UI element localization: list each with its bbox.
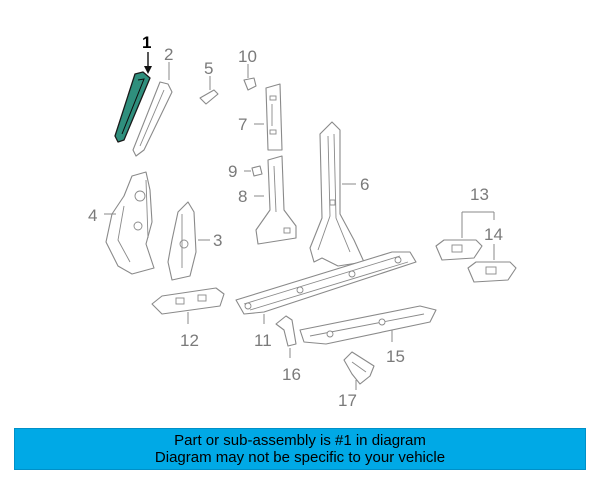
callout-9: 9 xyxy=(228,162,237,181)
part-17-bracket[interactable] xyxy=(343,351,375,385)
part-2-trim[interactable] xyxy=(132,81,173,157)
callout-10: 10 xyxy=(238,47,257,66)
part-1-pillar-trim[interactable] xyxy=(114,71,151,143)
callout-1: 1 xyxy=(142,33,151,52)
part-6-b-pillar[interactable] xyxy=(309,121,365,267)
arrow-1 xyxy=(144,66,152,74)
callout-17: 17 xyxy=(338,391,357,410)
part-8-center-pillar[interactable] xyxy=(255,155,297,245)
callout-8: 8 xyxy=(238,187,247,206)
callout-14: 14 xyxy=(484,225,503,244)
info-banner: Part or sub-assembly is #1 in diagram Di… xyxy=(14,428,586,470)
part-4-a-pillar-lower[interactable] xyxy=(105,171,155,275)
callout-7: 7 xyxy=(238,115,247,134)
callout-5: 5 xyxy=(204,59,213,78)
part-11-rocker-panel[interactable] xyxy=(235,251,417,315)
part-10-bracket[interactable] xyxy=(243,77,257,91)
part-7-upper-pillar[interactable] xyxy=(265,83,283,151)
parts-diagram: 1 2 5 10 7 9 8 xyxy=(88,33,517,410)
banner-line-1: Part or sub-assembly is #1 in diagram xyxy=(174,432,426,449)
callout-4: 4 xyxy=(88,206,97,225)
callout-15: 15 xyxy=(386,347,405,366)
part-9-clip[interactable] xyxy=(251,165,263,177)
part-5-clip[interactable] xyxy=(199,89,219,105)
callout-13: 13 xyxy=(470,185,489,204)
part-15-sill-reinforcement[interactable] xyxy=(299,305,437,345)
part-16-brace[interactable] xyxy=(275,315,297,347)
part-14-pad[interactable] xyxy=(467,261,517,283)
callout-12: 12 xyxy=(180,331,199,350)
banner-line-2: Diagram may not be specific to your vehi… xyxy=(154,449,446,466)
callout-3: 3 xyxy=(213,231,222,250)
callout-6: 6 xyxy=(360,175,369,194)
callout-11: 11 xyxy=(254,331,272,350)
part-13-pad[interactable] xyxy=(435,239,483,261)
part-12-bracket[interactable] xyxy=(151,287,225,315)
callout-16: 16 xyxy=(282,365,301,384)
part-3-a-pillar-outer[interactable] xyxy=(167,201,197,281)
callout-2: 2 xyxy=(164,45,173,64)
